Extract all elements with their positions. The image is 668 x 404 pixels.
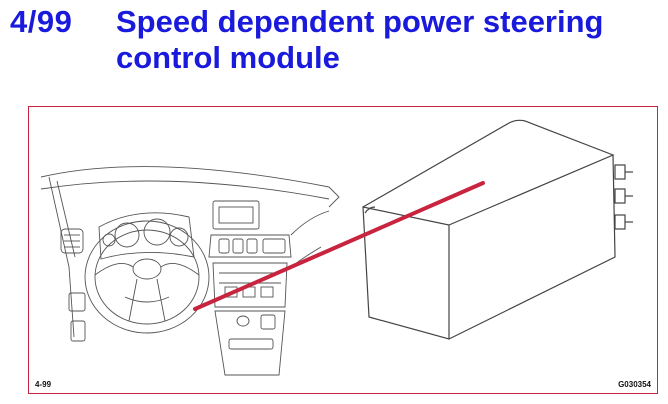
figure-page-label: 4-99 bbox=[35, 380, 52, 389]
page-number: 4/99 bbox=[10, 4, 73, 39]
figure-frame: 4-99 G030354 bbox=[28, 106, 658, 394]
control-module-illustration-icon bbox=[362, 119, 633, 340]
leader-line bbox=[193, 181, 485, 311]
page-title-line-1: Speed dependent power steering bbox=[116, 4, 604, 39]
page-title: Speed dependent power steering control m… bbox=[116, 4, 656, 76]
page-title-line-2: control module bbox=[116, 40, 340, 75]
figure-illustration bbox=[40, 119, 633, 376]
figure-code-label: G030354 bbox=[618, 380, 651, 389]
dashboard-illustration-icon bbox=[40, 166, 340, 376]
